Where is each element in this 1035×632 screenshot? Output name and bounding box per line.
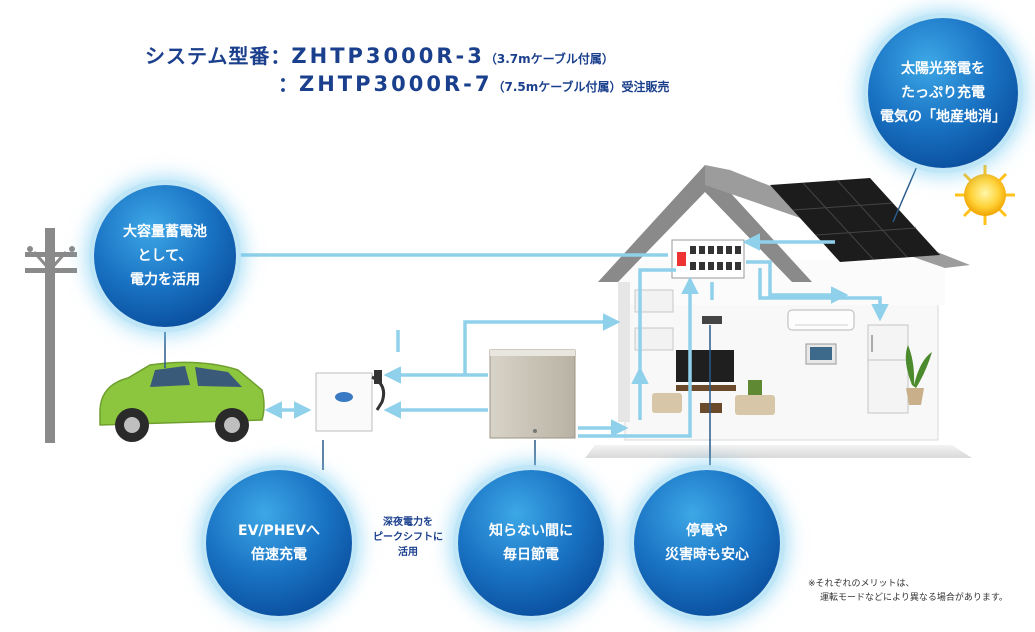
bubble-text: EV/PHEVへ — [238, 523, 320, 539]
footnote: ※それぞれのメリットは、 運転モードなどにより異なる場合があります。 — [808, 577, 1008, 605]
model-1-note: （3.7mケーブル付属） — [484, 52, 614, 66]
control-panel-icon — [805, 343, 837, 365]
sun-icon — [955, 165, 1015, 225]
wall-unit-icon — [634, 327, 674, 351]
model-number-1: ZHTP3000R-3 — [291, 44, 485, 68]
refrigerator-icon — [867, 324, 909, 414]
bubble-text: として、 — [137, 248, 193, 264]
energy-saving-bubble: 知らない間に 毎日節電 — [458, 470, 604, 616]
bubble-text: 知らない間に — [489, 523, 573, 539]
bubble-text: 電気の「地産地消」 — [880, 109, 1006, 125]
storage-battery-icon — [489, 349, 576, 439]
system-model-title: システム型番：ZHTP3000R-3（3.7mケーブル付属） ：ZHTP3000… — [145, 42, 670, 98]
peak-shift-note: 深夜電力を ピークシフトに 活用 — [360, 515, 456, 560]
model-number-2: ZHTP3000R-7 — [299, 72, 493, 96]
bubble-text: 大容量蓄電池 — [123, 224, 207, 240]
television-icon — [676, 350, 736, 391]
bubble-text: 毎日節電 — [503, 547, 559, 563]
bubble-text: 停電や — [686, 523, 728, 539]
note-line: ピークシフトに — [373, 532, 443, 543]
distribution-board-icon — [671, 239, 745, 279]
bubble-text: 太陽光発電を — [901, 61, 985, 77]
ev-charger-icon — [315, 370, 386, 432]
note-line: 深夜電力を — [383, 517, 433, 528]
note-line: 活用 — [398, 547, 418, 558]
bubble-text: 災害時も安心 — [665, 547, 749, 563]
title-line-1: システム型番：ZHTP3000R-3（3.7mケーブル付属） — [145, 42, 670, 70]
title-label: システム型番： — [145, 44, 292, 68]
solar-panel-icon — [770, 178, 940, 262]
bubble-text: 倍速充電 — [251, 547, 307, 563]
air-conditioner-icon — [787, 309, 855, 331]
wall-sensor-icon — [702, 316, 722, 324]
ev-charging-bubble: EV/PHEVへ 倍速充電 — [206, 470, 352, 616]
model-2-note: （7.5mケーブル付属）受注販売 — [492, 80, 670, 94]
battery-benefit-bubble: 大容量蓄電池 として、 電力を活用 — [94, 185, 236, 327]
footnote-line: ※それぞれのメリットは、 — [808, 579, 915, 589]
utility-pole-icon — [25, 228, 77, 443]
sofa-icon — [652, 380, 775, 415]
title-colon: ： — [278, 72, 299, 96]
wall-unit-icon — [634, 289, 674, 313]
bubble-text: 電力を活用 — [130, 272, 200, 288]
outage-safety-bubble: 停電や 災害時も安心 — [634, 470, 780, 616]
electric-car-icon — [99, 361, 265, 442]
solar-benefit-bubble: 太陽光発電を たっぷり充電 電気の「地産地消」 — [868, 18, 1018, 168]
title-line-2: ：ZHTP3000R-7（7.5mケーブル付属）受注販売 — [145, 70, 670, 98]
plant-icon — [905, 345, 932, 405]
footnote-line: 運転モードなどにより異なる場合があります。 — [820, 593, 1008, 603]
bubble-text: たっぷり充電 — [901, 85, 985, 101]
